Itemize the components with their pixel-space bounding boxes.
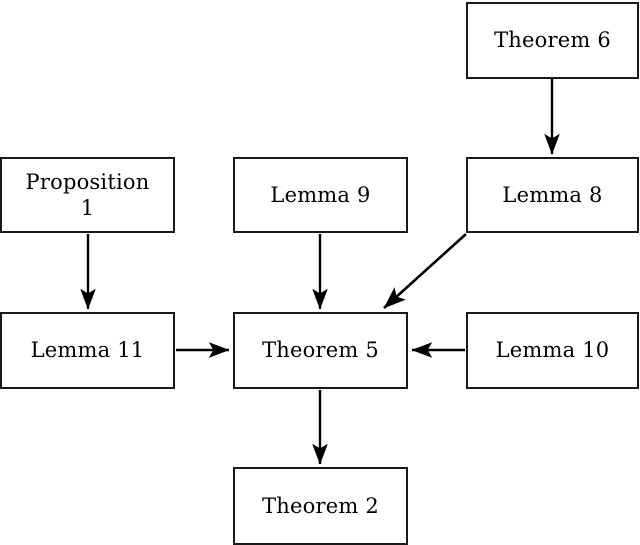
node-label: Lemma 11 — [30, 338, 145, 363]
node-label: Proposition 1 — [25, 169, 150, 220]
node-theorem-2[interactable]: Theorem 2 — [233, 467, 408, 545]
node-label: Theorem 6 — [494, 28, 611, 53]
node-lemma-9[interactable]: Lemma 9 — [233, 157, 408, 233]
node-label: Lemma 9 — [270, 182, 371, 207]
node-theorem-6[interactable]: Theorem 6 — [466, 2, 639, 79]
edge-lemma8-to-theorem5 — [383, 233, 467, 309]
node-lemma-8[interactable]: Lemma 8 — [466, 157, 639, 233]
node-proposition-1[interactable]: Proposition 1 — [0, 157, 175, 233]
node-theorem-5[interactable]: Theorem 5 — [233, 312, 408, 389]
node-lemma-11[interactable]: Lemma 11 — [0, 312, 175, 389]
node-lemma-10[interactable]: Lemma 10 — [466, 312, 639, 389]
node-label: Theorem 5 — [262, 338, 379, 363]
node-label: Lemma 8 — [502, 182, 603, 207]
node-label: Lemma 10 — [495, 338, 610, 363]
node-label: Theorem 2 — [262, 493, 379, 518]
